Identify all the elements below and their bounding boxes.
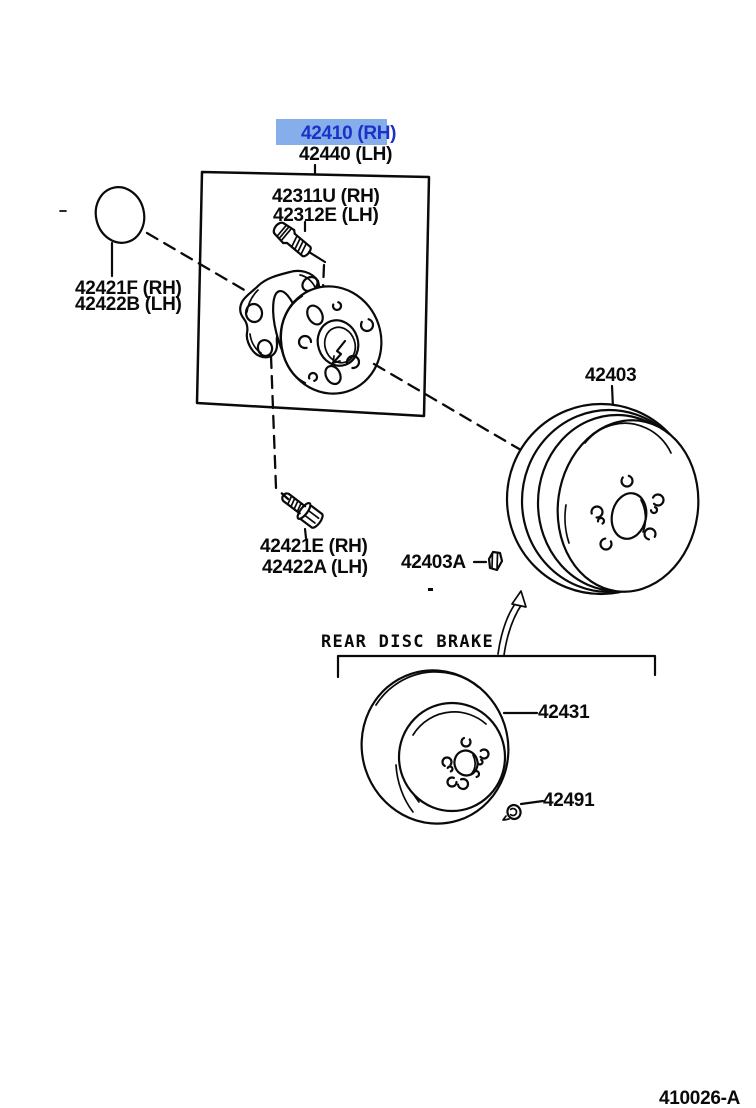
arrow-to-drum [497,590,527,656]
part-number-cap-rh: 42421F (RH) [75,278,182,299]
hub-stud-drawing [272,220,327,291]
part-number-bolt-rh: 42421E (RH) [260,536,368,557]
rear-disc-brake-bracket [336,654,657,679]
oring-cap-drawing [59,186,248,293]
rotor-screw-drawing [502,799,545,821]
selected-part-highlight [276,119,387,145]
brake-drum-drawing [505,384,700,596]
hub-bearing-drawing [239,269,383,395]
part-number-hub-rh[interactable]: 42410 (RH) [301,123,397,144]
hub-assembly-box [195,163,431,418]
part-number-stud-rh: 42311U (RH) [272,186,380,207]
section-title-rear-disc-brake: REAR DISC BRAKE [321,632,495,652]
stray-dot [428,588,433,591]
figure-code: 410026-A [659,1088,741,1108]
part-number-rotor-screw: 42491 [543,790,595,811]
part-number-drum-nut: 42403A [401,552,466,573]
part-number-stud-lh: 42312E (LH) [273,205,379,226]
part-number-bolt-lh: 42422A (LH) [262,557,368,578]
part-number-drum: 42403 [585,365,637,386]
part-number-cap-lh: 42422B (LH) [75,294,182,315]
hub-bolt-drawing [281,492,324,540]
disc-rotor-drawing [360,669,539,825]
drum-nut-drawing [472,550,504,572]
part-number-hub-lh: 42440 (LH) [299,144,393,165]
part-number-rotor: 42431 [538,702,590,723]
